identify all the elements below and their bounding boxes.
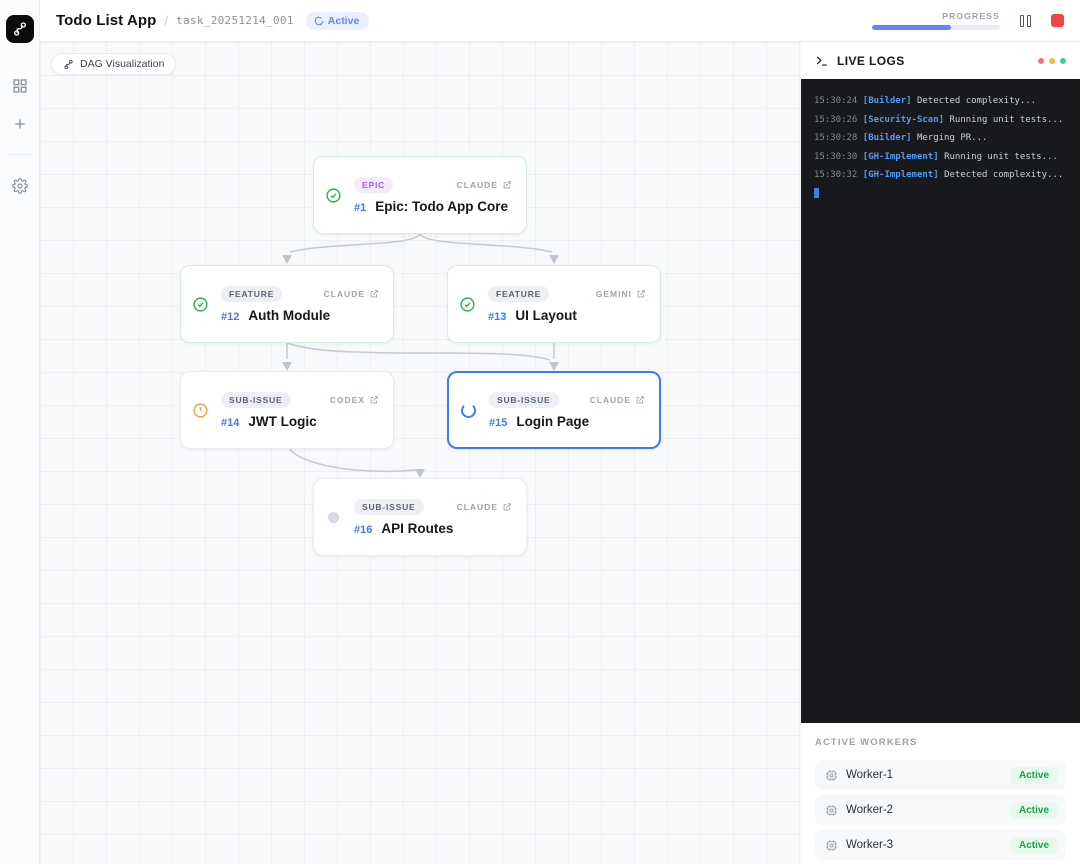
- yellow-dot-icon: [1049, 57, 1055, 64]
- refresh-spinner-icon: [314, 16, 324, 25]
- worker-row-1[interactable]: Worker-1 Active: [815, 760, 1066, 790]
- red-dot-icon: [1038, 57, 1044, 64]
- node-agent-link[interactable]: CLAUDE: [457, 502, 512, 512]
- worker-status-badge: Active: [1009, 836, 1058, 854]
- log-entry: 15:30:26 [Security-Scan] Running unit te…: [814, 114, 1064, 125]
- dag-node-subissue-16[interactable]: SUB-ISSUE CLAUDE #16 API Routes: [313, 478, 527, 556]
- active-workers-section: ACTIVE WORKERS Worker-1 Active Worker-2 …: [801, 723, 1080, 860]
- cpu-icon: [826, 769, 837, 781]
- progress-label: PROGRESS: [942, 11, 1000, 21]
- progress-indicator: PROGRESS: [872, 11, 1000, 30]
- check-circle-icon: [324, 187, 342, 204]
- traffic-light-dots: [1038, 57, 1066, 64]
- sidebar-item-dashboard[interactable]: [0, 78, 40, 94]
- node-agent-link[interactable]: GEMINI: [596, 289, 646, 299]
- node-agent-link[interactable]: CLAUDE: [590, 395, 645, 405]
- left-sidebar: [0, 0, 40, 864]
- node-type-badge: FEATURE: [488, 285, 550, 302]
- node-number: #13: [488, 310, 507, 323]
- sidebar-divider: [9, 154, 31, 155]
- dag-node-feature-12[interactable]: FEATURE CLAUDE #12 Auth Module: [180, 265, 394, 343]
- progress-bar-fill: [872, 25, 952, 30]
- node-number: #1: [354, 201, 367, 214]
- node-title: JWT Logic: [248, 413, 317, 429]
- git-branch-icon: [13, 22, 26, 36]
- dashboard-grid-icon: [13, 79, 27, 93]
- node-agent-link[interactable]: CLAUDE: [457, 180, 512, 190]
- loading-spinner-icon: [459, 402, 477, 418]
- sidebar-item-settings[interactable]: [0, 178, 40, 194]
- active-workers-title: ACTIVE WORKERS: [815, 737, 918, 748]
- node-title: Auth Module: [248, 307, 331, 323]
- node-type-badge: SUB-ISSUE: [354, 498, 424, 515]
- node-number: #15: [489, 416, 508, 429]
- terminal-icon: [816, 56, 827, 66]
- dag-node-subissue-14[interactable]: SUB-ISSUE CODEX #14 JWT Logic: [180, 371, 394, 449]
- worker-row-2[interactable]: Worker-2 Active: [815, 795, 1066, 825]
- node-agent-link[interactable]: CLAUDE: [324, 289, 379, 299]
- node-type-badge: FEATURE: [221, 285, 283, 302]
- log-entry: 15:30:28 [Builder] Merging PR...: [814, 133, 988, 144]
- top-header: Todo List App / task_20251214_001 Active…: [40, 0, 1080, 42]
- external-link-icon: [503, 502, 511, 510]
- node-title: Epic: Todo App Core: [375, 198, 508, 214]
- breadcrumb-separator: /: [164, 13, 169, 28]
- plus-icon: [15, 119, 25, 129]
- log-terminal[interactable]: 15:30:24 [Builder] Detected complexity..…: [801, 79, 1080, 723]
- external-link-icon: [503, 180, 511, 188]
- cpu-icon: [826, 804, 837, 816]
- stop-button[interactable]: [1051, 14, 1064, 27]
- node-number: #14: [221, 416, 240, 429]
- dag-visualization-badge: DAG Visualization: [51, 53, 177, 75]
- worker-status-badge: Active: [1009, 766, 1058, 784]
- git-branch-icon: [64, 59, 73, 69]
- external-link-icon: [370, 395, 378, 403]
- node-number: #16: [354, 523, 373, 536]
- status-badge: Active: [305, 11, 370, 30]
- check-circle-icon: [458, 296, 476, 313]
- warning-circle-icon: [191, 402, 209, 419]
- external-link-icon: [636, 395, 644, 403]
- worker-name: Worker-1: [846, 769, 894, 781]
- sidebar-item-add[interactable]: [0, 116, 40, 132]
- page-title: Todo List App: [56, 12, 157, 29]
- live-logs-header: LIVE LOGS: [801, 42, 1080, 79]
- dag-node-epic-1[interactable]: EPIC CLAUDE #1 Epic: Todo App Core: [313, 156, 527, 234]
- terminal-cursor-line: [814, 185, 1067, 204]
- node-type-badge: SUB-ISSUE: [489, 391, 559, 408]
- node-title: API Routes: [381, 520, 454, 536]
- worker-name: Worker-3: [846, 839, 894, 851]
- node-type-badge: SUB-ISSUE: [221, 391, 291, 408]
- node-title: UI Layout: [515, 307, 577, 323]
- pause-icon: [1020, 14, 1024, 27]
- progress-bar: [872, 25, 1000, 30]
- node-agent-link[interactable]: CODEX: [330, 395, 379, 405]
- external-link-icon: [370, 289, 378, 297]
- pause-button[interactable]: [1018, 13, 1033, 29]
- cpu-icon: [826, 839, 837, 851]
- task-id-label: task_20251214_001: [176, 14, 294, 27]
- check-circle-icon: [191, 296, 209, 313]
- pending-dot-icon: [324, 511, 342, 523]
- node-title: Login Page: [516, 413, 590, 429]
- terminal-cursor: [814, 188, 819, 199]
- log-entry: 15:30:32 [GH-Implement] Detected complex…: [814, 170, 1064, 181]
- right-panel: LIVE LOGS 15:30:24 [Builder] Detected co…: [801, 42, 1080, 864]
- node-type-badge: EPIC: [354, 176, 394, 193]
- log-entry: 15:30:30 [GH-Implement] Running unit tes…: [814, 151, 1058, 162]
- worker-status-badge: Active: [1009, 801, 1058, 819]
- live-logs-title: LIVE LOGS: [837, 53, 905, 68]
- dag-edges: [282, 233, 559, 478]
- worker-name: Worker-2: [846, 804, 894, 816]
- dag-node-feature-13[interactable]: FEATURE GEMINI #13 UI Layout: [447, 265, 661, 343]
- external-link-icon: [637, 289, 645, 297]
- worker-row-3[interactable]: Worker-3 Active: [815, 830, 1066, 860]
- dag-node-subissue-15[interactable]: SUB-ISSUE CLAUDE #15 Login Page: [447, 371, 661, 449]
- green-dot-icon: [1060, 57, 1066, 64]
- node-number: #12: [221, 310, 240, 323]
- gear-icon: [12, 178, 28, 194]
- dag-canvas[interactable]: DAG Visualization EPIC CLAUDE: [40, 42, 801, 864]
- log-entry: 15:30:24 [Builder] Detected complexity..…: [814, 96, 1037, 106]
- app-logo[interactable]: [6, 15, 34, 43]
